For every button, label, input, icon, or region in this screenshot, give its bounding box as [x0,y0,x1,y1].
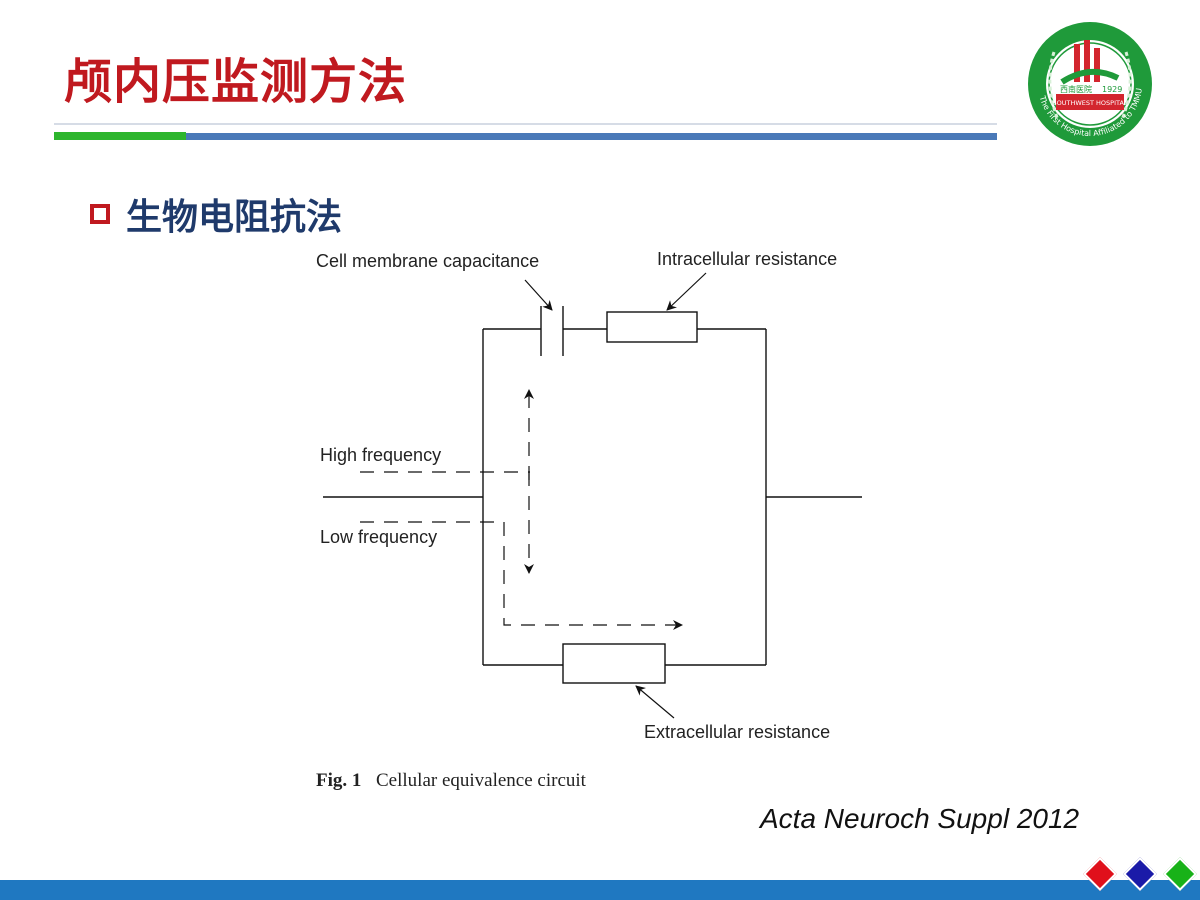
intracellular-resistor [606,311,698,343]
capacitance-pointer [524,279,553,311]
figure-caption-label: Fig. 1 [316,770,361,791]
label-intracellular-resistance: Intracellular resistance [657,249,837,269]
section-heading: 生物电阻抗法 [90,188,342,240]
logo-name-en: SOUTHWEST HOSPITAL [1052,99,1127,107]
title-underline-green [54,132,186,140]
title-underline-thin [54,123,997,125]
intracellular-pointer [666,272,707,311]
title-underline-blue [186,133,997,140]
label-low-frequency: Low frequency [320,527,437,547]
figure-caption-text: Cellular equivalence circuit [376,770,587,791]
label-extracellular-resistance: Extracellular resistance [644,722,830,742]
citation: Acta Neuroch Suppl 2012 [760,803,1080,834]
extracellular-resistor [562,643,666,684]
logo-year: 1929 [1102,85,1122,94]
label-high-frequency: High frequency [320,445,441,465]
extracellular-pointer [635,685,675,719]
low-frequency-path [360,521,683,630]
circuit-diagram: Cell membrane capacitance Intracellular … [316,249,862,791]
section-heading-text: 生物电阻抗法 [126,197,343,238]
label-cell-membrane-capacitance: Cell membrane capacitance [316,251,539,271]
slide-title: 颅内压监测方法 [64,54,408,110]
square-bullet-icon [90,204,110,224]
logo-name-cn: 西南医院 [1060,84,1092,94]
bottom-bar [0,880,1200,900]
hospital-logo: 西南医院 1929 SOUTHWEST HOSPITAL The First H… [1028,22,1152,146]
